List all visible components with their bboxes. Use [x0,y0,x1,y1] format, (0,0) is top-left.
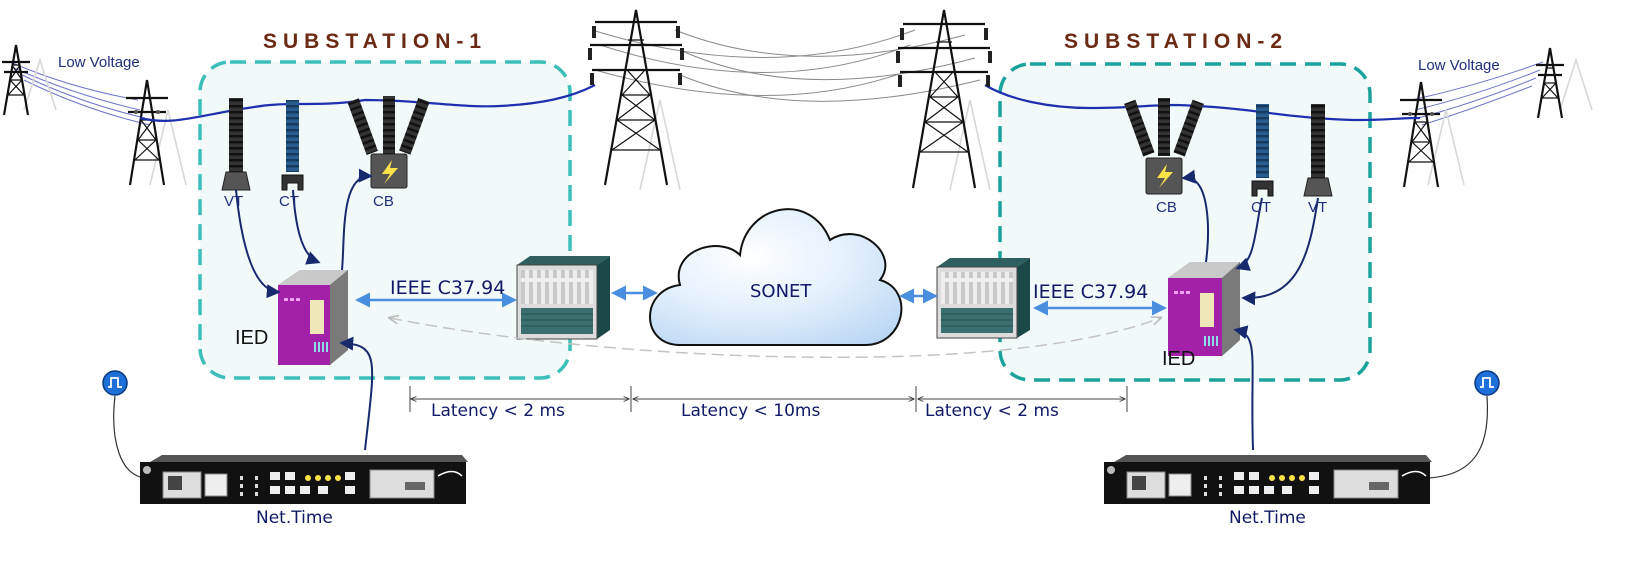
end-to-end-path [390,318,1160,359]
circuit-breaker-icon [347,96,430,189]
latency-label-right: Latency < 2 ms [925,401,1059,421]
ieee-label-2: IEEE C37.94 [1033,281,1148,303]
vt-insulator-icon [221,98,251,191]
cb-label-2: CB [1156,199,1177,216]
ieee-label-1: IEEE C37.94 [390,277,505,299]
nettime-label-2: Net.Time [1229,508,1306,528]
ct-insulator-icon [281,100,304,191]
substation-2-title: SUBSTATION-2 [1064,30,1288,53]
sonet-label: SONET [750,281,812,302]
nettime-label-1: Net.Time [256,508,333,528]
substation-1-title: SUBSTATION-1 [263,30,487,53]
gps-clock-icon [102,370,146,479]
power-line [139,84,596,122]
low-voltage-lines-right [1411,61,1544,126]
ied-relay-icon [278,270,348,365]
cloud-icon [649,208,903,346]
low-voltage-lines-left [9,61,151,126]
power-line [984,84,1421,122]
ct-label-1: CT [279,193,299,210]
signal-wires-2 [1181,169,1319,451]
high-voltage-lines [591,29,981,102]
vt-insulator-icon [1303,104,1333,197]
ct-insulator-icon [1251,104,1274,197]
ied-relay-icon [1168,262,1240,356]
transmission-tower-icon [2,44,57,116]
vt-label-2: VT [1308,199,1327,216]
ied-label-2: IED [1162,348,1195,370]
ied-label-1: IED [235,327,268,349]
signal-wires-1 [235,168,374,451]
low-voltage-label-right: Low Voltage [1418,57,1500,74]
transmission-tower-icon [126,79,187,186]
gps-clock-icon [1427,370,1500,479]
transmission-tower-icon [896,9,992,191]
latency-label-middle: Latency < 10ms [681,401,820,421]
transmission-tower-icon [1536,47,1593,119]
time-server-icon [1104,455,1432,504]
transmission-tower-icon [588,9,684,191]
low-voltage-label-left: Low Voltage [58,54,140,71]
vt-label-1: VT [224,193,243,210]
circuit-breaker-icon [1124,98,1204,195]
multiplexer-icon [516,256,610,340]
time-server-icon [140,455,468,504]
multiplexer-icon [936,258,1030,339]
latency-dimensions [409,386,1128,412]
latency-label-left: Latency < 2 ms [431,401,565,421]
transmission-tower-icon [1400,81,1465,188]
cb-label-1: CB [373,193,394,210]
